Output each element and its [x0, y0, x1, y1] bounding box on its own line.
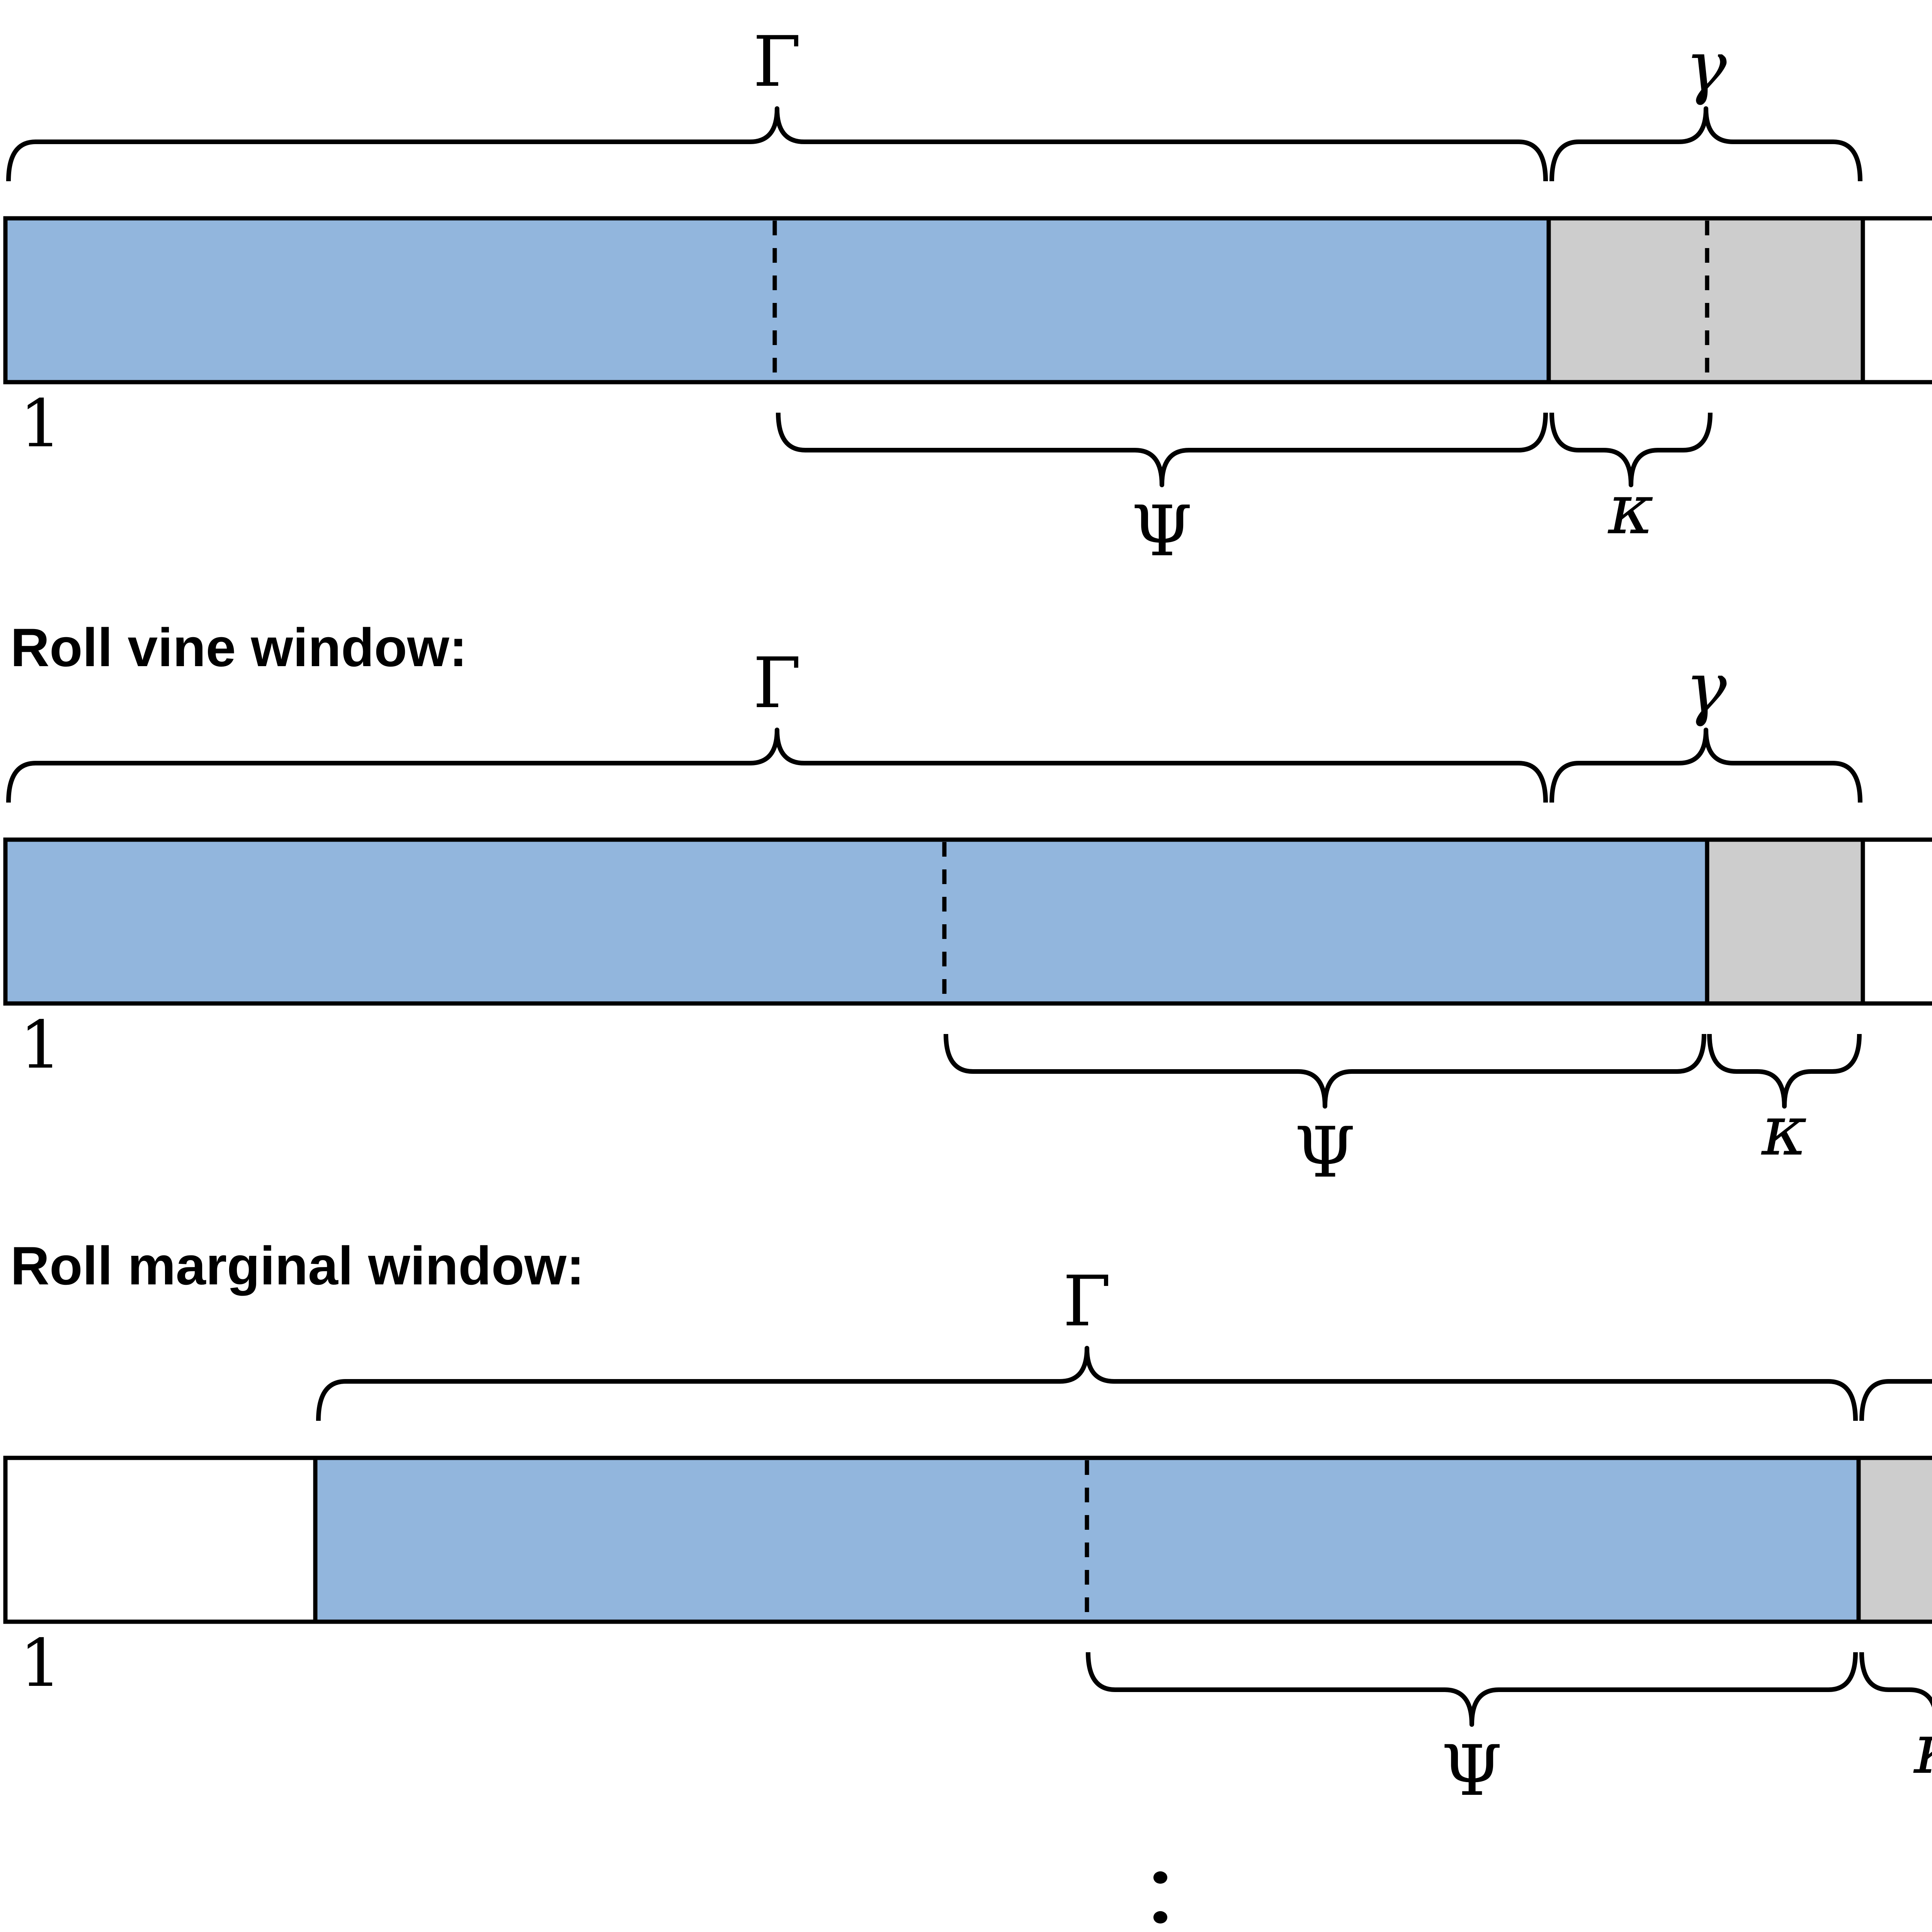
gamma-lower-brace — [1549, 106, 1862, 182]
timeline-bar-border — [3, 837, 1932, 1006]
gamma-upper-brace — [6, 728, 1548, 803]
section-title: Roll marginal window: — [10, 1235, 585, 1296]
vertical-ellipsis-dot — [1153, 1911, 1167, 1923]
evaluation-region — [1549, 218, 1863, 382]
step-label: κ — [1913, 1709, 1932, 1789]
vine-window-label: Γ — [1063, 1261, 1111, 1342]
axis-start-label: 1 — [20, 386, 61, 462]
timeline-bar-border — [3, 1456, 1932, 1624]
gamma-upper-brace — [6, 106, 1548, 182]
vine-window-label: Γ — [753, 643, 801, 724]
timeline-bar-border — [3, 216, 1932, 384]
vertical-ellipsis-dot — [1153, 1871, 1167, 1884]
eval-window-label: γ — [1685, 26, 1727, 107]
marginal-window-label: Ψ — [1441, 1731, 1502, 1811]
kappa-brace — [1859, 1652, 1932, 1708]
psi-brace — [944, 1034, 1706, 1109]
marginal-window-label: Ψ — [1131, 491, 1192, 572]
step-label: κ — [1761, 1090, 1807, 1171]
psi-brace — [1086, 1652, 1858, 1727]
vine-train-region — [5, 218, 1549, 382]
psi-brace — [776, 412, 1548, 487]
evaluation-region — [1707, 840, 1863, 1003]
vine-window-label: Γ — [753, 22, 801, 102]
section-roll-marginal-window: Roll marginal window: Γ γ Ψ κ 1 T — [3, 1235, 1932, 1811]
vine-train-region — [5, 840, 1707, 1003]
kappa-brace — [1549, 412, 1713, 487]
vine-train-region — [315, 1458, 1859, 1622]
step-label: κ — [1607, 469, 1654, 550]
gamma-lower-brace — [1549, 728, 1862, 803]
eval-window-label: γ — [1685, 648, 1727, 728]
section-roll-vine-window: Roll vine window: Γ γ Ψ κ 1 T — [3, 617, 1932, 1193]
section-title: Roll vine window: — [10, 617, 467, 678]
kappa-brace — [1707, 1034, 1862, 1109]
axis-start-label: 1 — [20, 1625, 61, 1702]
evaluation-region — [1859, 1458, 1932, 1622]
axis-start-label: 1 — [20, 1007, 61, 1083]
section-initial-window: Γ γ Ψ κ 1 T — [3, 22, 1932, 572]
vertical-ellipsis — [1153, 1871, 1167, 1923]
gamma-lower-brace — [1859, 1379, 1932, 1421]
gamma-upper-brace — [316, 1346, 1858, 1421]
marginal-window-label: Ψ — [1294, 1112, 1355, 1193]
